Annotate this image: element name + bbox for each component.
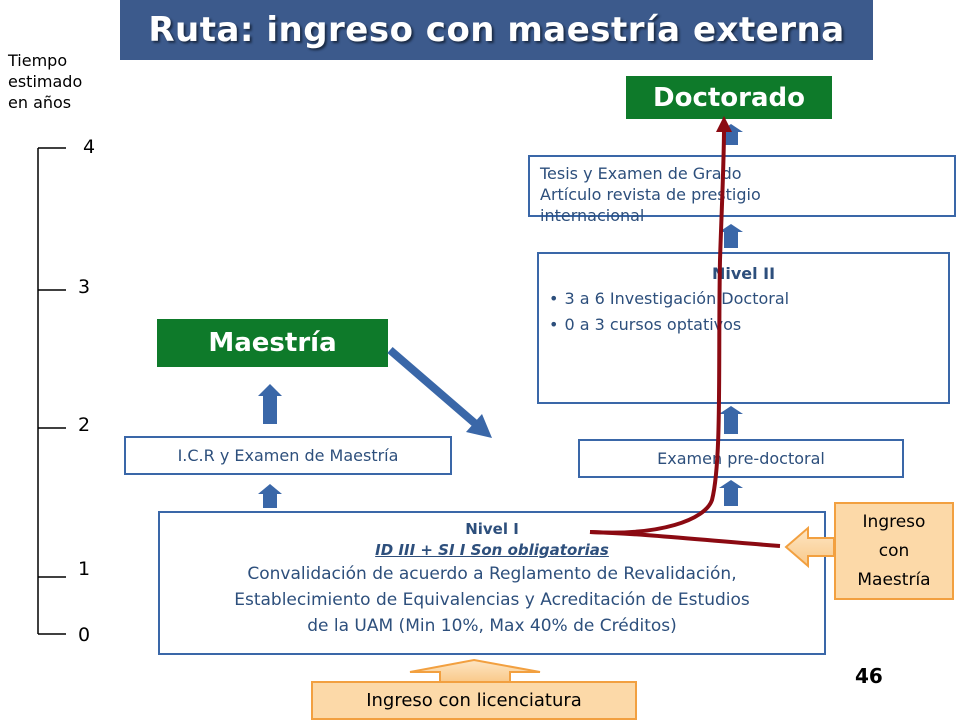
nivel-1-line-3: de la UAM (Min 10%, Max 40% de Créditos) [307,616,677,636]
nivel-2-item: 0 a 3 cursos optativos [549,312,948,338]
axis-label-line-1: Tiempo [8,51,68,70]
axis-label: Tiempo estimado en años [8,50,82,113]
title-banner: Ruta: ingreso con maestría externa [120,0,873,60]
icr-label: I.C.R y Examen de Maestría [177,446,399,465]
ingreso-licenciatura-box: Ingreso con licenciatura [311,681,637,720]
tick-2: 2 [78,414,91,436]
ingreso-licenciatura-label: Ingreso con licenciatura [366,690,582,711]
tick-4: 4 [83,136,96,158]
page-title: Ruta: ingreso con maestría externa [148,10,845,50]
predoc-box: Examen pre-doctoral [578,439,904,478]
predoc-label: Examen pre-doctoral [657,449,825,468]
nivel-1-line-1: Convalidación de acuerdo a Reglamento de… [247,564,737,584]
tesis-line-3: internacional [540,206,645,225]
ingreso-maestria-line-1: Ingreso [862,511,926,532]
nivel-2-title: Nivel II [711,264,776,283]
page-number: 46 [855,664,883,688]
ingreso-maestria-line-3: Maestría [857,569,931,590]
nivel-1-line-2: Establecimiento de Equivalencias y Acred… [234,590,750,610]
tick-1: 1 [78,558,91,580]
nivel-2-item: 3 a 6 Investigación Doctoral [549,286,948,312]
ingreso-maestria-line-2: con [878,540,910,561]
maestria-box: Maestría [157,319,388,367]
tick-0: 0 [78,624,91,646]
doctorado-label: Doctorado [653,82,805,113]
nivel-2-box: Nivel II 3 a 6 Investigación Doctoral 0 … [537,252,950,404]
tesis-box: Tesis y Examen de Grado Artículo revista… [528,155,956,225]
nivel-1-subtitle: ID III + SI I Son obligatorias [375,541,609,559]
tesis-line-1: Tesis y Examen de Grado [540,164,742,183]
doctorado-box: Doctorado [626,76,832,119]
axis-label-line-3: en años [8,93,72,112]
maestria-label: Maestría [208,328,337,358]
tesis-line-2: Artículo revista de prestigio [540,185,761,204]
icr-box: I.C.R y Examen de Maestría [124,436,452,475]
axis-label-line-2: estimado [8,72,83,91]
nivel-1-title: Nivel I [465,520,519,538]
ingreso-maestria-box: Ingreso con Maestría [834,502,954,600]
tick-3: 3 [78,276,91,298]
nivel-2-list: 3 a 6 Investigación Doctoral 0 a 3 curso… [549,286,948,338]
nivel-1-box: Nivel I ID III + SI I Son obligatorias C… [158,511,826,655]
